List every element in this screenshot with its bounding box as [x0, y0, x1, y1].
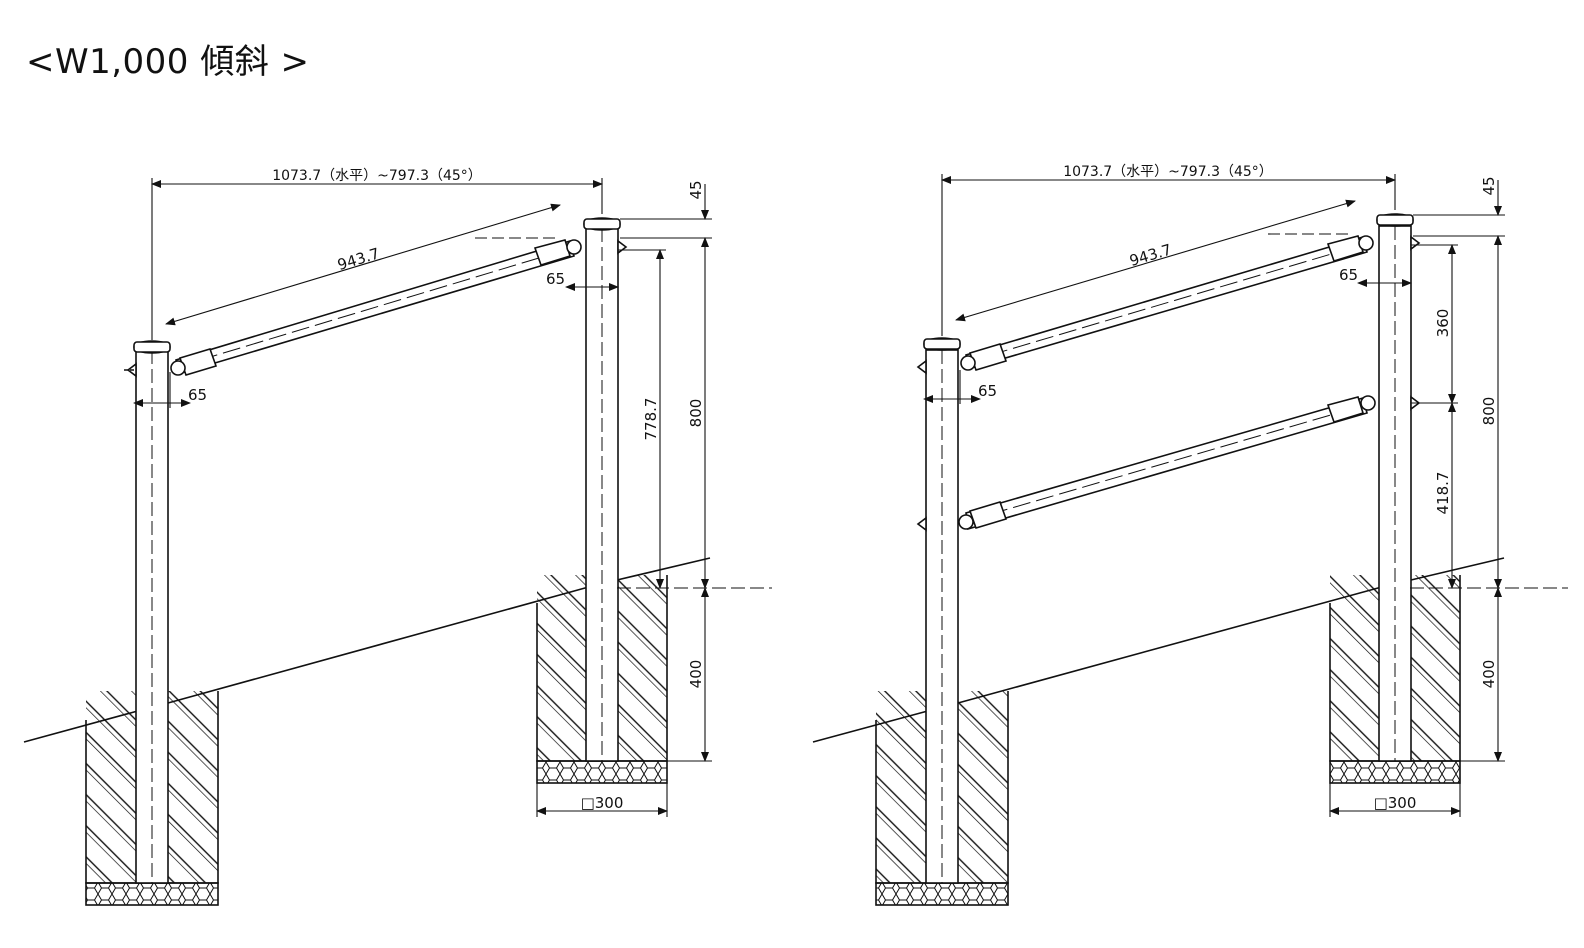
left-elevation [23, 178, 772, 906]
dimensions-right [923, 174, 1568, 817]
post-left [916, 337, 961, 884]
post-right [1376, 213, 1421, 762]
post-left [124, 340, 171, 884]
embed-depth-label-left: 400 [687, 660, 705, 689]
overall-span-label-left: 1073.7（水平）~797.3（45°） [272, 168, 482, 184]
right-view-labels: 1073.7（水平）~797.3（45°） 943.7 65 65 45 800… [978, 164, 1498, 812]
overall-span-label-right: 1073.7（水平）~797.3（45°） [1063, 164, 1273, 180]
embed-depth-label-right: 400 [1480, 660, 1498, 689]
post-height-label-left: 800 [687, 399, 705, 428]
lower-spacing-label-right: 418.7 [1434, 472, 1452, 515]
page-title: <W1,000 傾斜 > [26, 42, 310, 82]
offset-bottom-label-right: 65 [978, 382, 997, 400]
offset-top-label-right: 65 [1339, 266, 1358, 284]
cap-height-label-left: 45 [687, 180, 705, 199]
dimensions-left [133, 178, 772, 817]
offset-top-label-left: 65 [546, 270, 565, 288]
right-elevation [812, 174, 1568, 906]
rail-drop-label-left: 778.7 [642, 398, 660, 441]
offset-bottom-label-left: 65 [188, 386, 207, 404]
post-right [583, 217, 628, 762]
post-height-label-right: 800 [1480, 397, 1498, 426]
left-view-labels: 1073.7（水平）~797.3（45°） 943.7 65 65 45 800… [188, 168, 705, 812]
rail-length-label-right: 943.7 [1127, 240, 1173, 269]
upper-spacing-label-right: 360 [1434, 309, 1452, 338]
mid-rail-right-view [958, 395, 1376, 531]
rail-length-label-left: 943.7 [335, 244, 381, 274]
cap-height-label-right: 45 [1480, 176, 1498, 195]
footing-size-label-right: □300 [1374, 794, 1417, 812]
footing-size-label-left: □300 [581, 794, 624, 812]
